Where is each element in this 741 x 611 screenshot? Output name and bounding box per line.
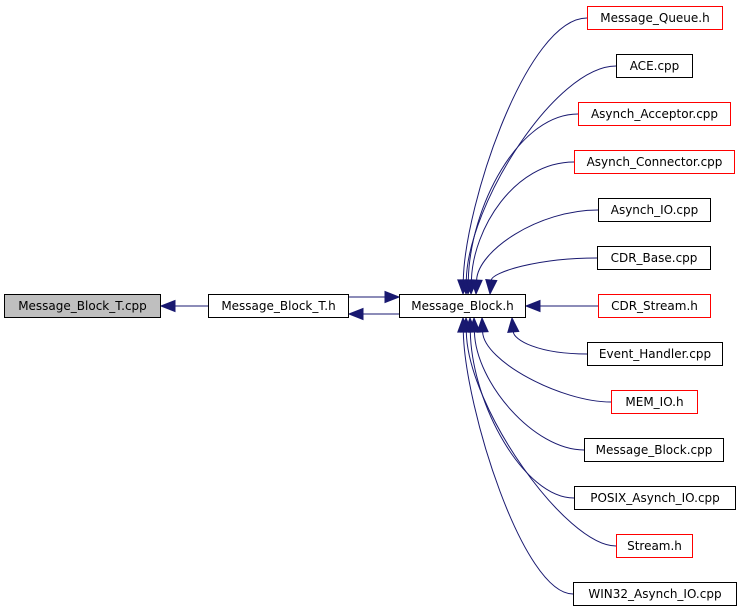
edge-includer-12-arrowhead	[457, 316, 470, 333]
edge-includer-0	[462, 17, 588, 281]
node-event-handler-cpp[interactable]: Event_Handler.cpp	[587, 342, 723, 366]
edge-t-h-to-block-h-arrowhead	[384, 290, 401, 304]
node-message-block-cpp[interactable]: Message_Block.cpp	[584, 438, 724, 462]
edge-includer-2	[467, 113, 579, 281]
node-asynch-io-cpp[interactable]: Asynch_IO.cpp	[598, 198, 711, 222]
node-asynch-acceptor-cpp[interactable]: Asynch_Acceptor.cpp	[578, 102, 731, 126]
node-win32-asynch-io-cpp[interactable]: WIN32_Asynch_IO.cpp	[573, 582, 737, 606]
edge-includer-4-arrowhead	[470, 279, 483, 296]
edge-includer-12	[462, 331, 574, 595]
edge-block-h-to-t-h-arrowhead	[347, 307, 364, 321]
edge-includer-9	[473, 331, 585, 451]
node-stream-h[interactable]: Stream.h	[616, 534, 693, 558]
edge-includer-8	[482, 331, 612, 403]
edges	[159, 17, 617, 595]
edge-includer-5-arrowhead	[485, 279, 498, 296]
edge-includer-3	[470, 161, 575, 281]
node-posix-asynch-io-cpp[interactable]: POSIX_Asynch_IO.cpp	[574, 486, 736, 510]
edge-includer-5	[490, 257, 598, 281]
edge-includer-8-arrowhead	[476, 316, 489, 333]
node-asynch-connector-cpp[interactable]: Asynch_Connector.cpp	[574, 150, 735, 174]
edge-includer-10	[469, 331, 575, 499]
node-ace-cpp[interactable]: ACE.cpp	[616, 54, 693, 78]
edge-t-h-to-t-cpp-arrowhead	[159, 299, 176, 313]
node-cdr-stream-h[interactable]: CDR_Stream.h	[598, 294, 711, 318]
node-message-block-t-h[interactable]: Message_Block_T.h	[208, 294, 349, 318]
edge-includer-11	[465, 331, 617, 547]
edge-includer-7	[512, 331, 588, 355]
node-message-block-t-cpp: Message_Block_T.cpp	[4, 294, 161, 318]
node-mem-io-h[interactable]: MEM_IO.h	[611, 390, 698, 414]
edge-includer-4	[476, 209, 599, 281]
edge-includer-6-arrowhead	[524, 299, 541, 313]
node-message-queue-h[interactable]: Message_Queue.h	[587, 6, 723, 30]
node-cdr-base-cpp[interactable]: CDR_Base.cpp	[597, 246, 711, 270]
edge-includer-7-arrowhead	[507, 316, 520, 333]
node-message-block-h[interactable]: Message_Block.h	[399, 294, 526, 318]
